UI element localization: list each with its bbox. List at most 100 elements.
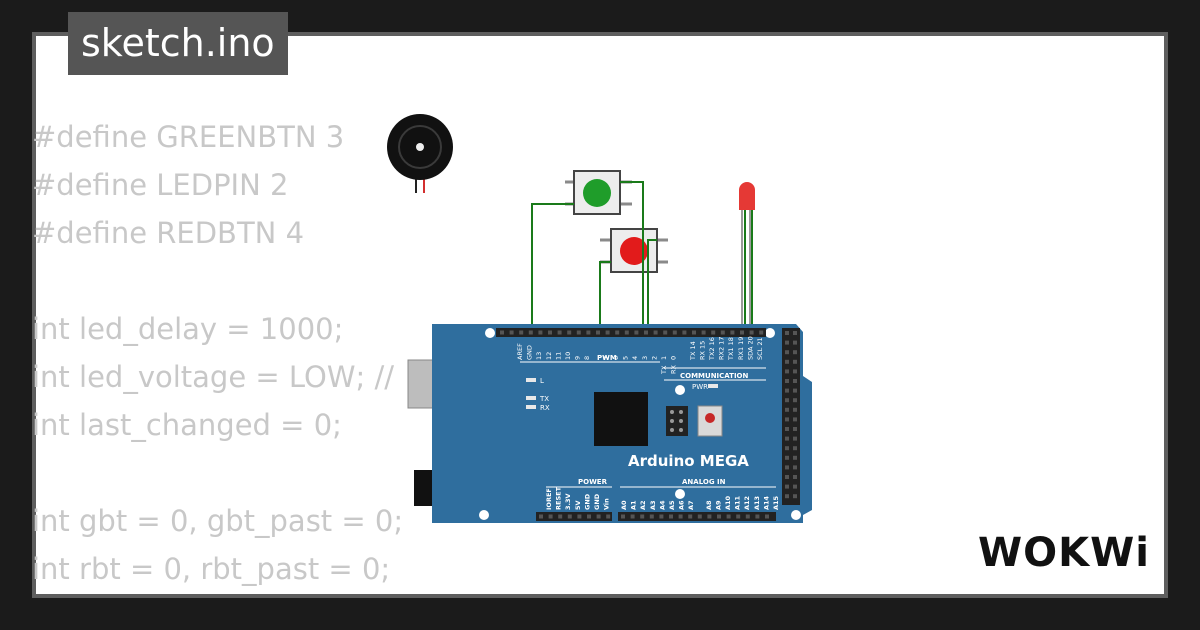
header-pin[interactable] xyxy=(793,446,797,451)
header-pin[interactable] xyxy=(785,465,789,470)
header-pin[interactable] xyxy=(785,484,789,489)
header-pin[interactable] xyxy=(707,514,712,519)
header-pin[interactable] xyxy=(793,331,797,335)
buzzer-icon[interactable] xyxy=(387,114,453,193)
header-pin[interactable] xyxy=(596,514,601,519)
red-pushbutton[interactable] xyxy=(600,228,668,273)
header-pin[interactable] xyxy=(785,350,789,355)
header-pin[interactable] xyxy=(793,407,797,412)
header-pin[interactable] xyxy=(649,514,654,519)
header-pin[interactable] xyxy=(785,388,789,393)
header-pin[interactable] xyxy=(538,330,543,335)
header-pin[interactable] xyxy=(548,514,553,519)
header-pin[interactable] xyxy=(785,417,789,422)
header-pin[interactable] xyxy=(793,359,797,364)
header-pin[interactable] xyxy=(659,514,664,519)
header-pin[interactable] xyxy=(755,514,760,519)
header-pin[interactable] xyxy=(785,455,789,460)
pin-label-analog: A3 xyxy=(649,500,657,510)
red-button-cap[interactable] xyxy=(620,237,648,265)
header-pin[interactable] xyxy=(644,330,648,335)
header-pin[interactable] xyxy=(663,330,668,335)
header-pin[interactable] xyxy=(785,331,789,335)
header-pin[interactable] xyxy=(749,330,754,335)
header-pin[interactable] xyxy=(785,359,789,364)
header-pin[interactable] xyxy=(740,330,744,335)
header-pin[interactable] xyxy=(688,514,693,519)
header-pin[interactable] xyxy=(736,514,741,519)
header-pin[interactable] xyxy=(678,514,683,519)
header-pin[interactable] xyxy=(548,330,552,335)
header-pin[interactable] xyxy=(711,330,716,335)
header-pin[interactable] xyxy=(793,475,797,479)
header-pin[interactable] xyxy=(726,514,731,519)
header-pin[interactable] xyxy=(697,514,702,519)
header-pin[interactable] xyxy=(576,330,581,335)
header-pin[interactable] xyxy=(793,388,797,393)
pin-label-digital: TX2 16 xyxy=(708,337,716,361)
header-pin[interactable] xyxy=(785,446,789,451)
header-pin[interactable] xyxy=(630,514,635,519)
header-pin[interactable] xyxy=(785,398,789,403)
header-pin[interactable] xyxy=(596,330,600,335)
header-pin[interactable] xyxy=(558,514,563,519)
header-pin[interactable] xyxy=(587,514,591,519)
header-pin[interactable] xyxy=(669,514,673,519)
header-pin[interactable] xyxy=(793,350,797,355)
header-pin[interactable] xyxy=(672,330,677,335)
header-pin[interactable] xyxy=(793,427,797,431)
header-pin[interactable] xyxy=(785,494,789,499)
header-pin[interactable] xyxy=(785,407,789,412)
header-pin[interactable] xyxy=(730,330,735,335)
header-pin[interactable] xyxy=(720,330,725,335)
header-pin[interactable] xyxy=(785,379,789,383)
green-pushbutton[interactable] xyxy=(565,170,632,215)
header-pin[interactable] xyxy=(717,514,721,519)
header-pin[interactable] xyxy=(793,465,797,470)
header-pin[interactable] xyxy=(577,514,582,519)
header-pin[interactable] xyxy=(793,379,797,383)
header-pin[interactable] xyxy=(765,514,769,519)
reset-button[interactable] xyxy=(697,405,723,437)
header-pin[interactable] xyxy=(509,330,514,335)
header-pin[interactable] xyxy=(519,330,524,335)
header-pin[interactable] xyxy=(793,398,797,403)
header-pin[interactable] xyxy=(692,330,696,335)
header-pin[interactable] xyxy=(624,330,629,335)
header-pin[interactable] xyxy=(586,330,591,335)
header-pin[interactable] xyxy=(557,330,562,335)
header-pin[interactable] xyxy=(500,330,504,335)
header-pin[interactable] xyxy=(701,330,706,335)
header-pin[interactable] xyxy=(793,494,797,499)
header-pin[interactable] xyxy=(785,475,789,479)
header-pin[interactable] xyxy=(606,514,611,519)
header-pin[interactable] xyxy=(785,369,789,374)
header-pin[interactable] xyxy=(793,436,797,441)
header-pin[interactable] xyxy=(621,514,625,519)
arduino-mega-board[interactable]: PWM COMMUNICATION POWER ANALOG IN Arduin… xyxy=(407,324,812,523)
file-tab[interactable]: sketch.ino xyxy=(68,12,288,75)
header-pin[interactable] xyxy=(567,514,572,519)
header-pin[interactable] xyxy=(793,484,797,489)
header-pin[interactable] xyxy=(653,330,658,335)
header-pin[interactable] xyxy=(745,514,750,519)
header-pin[interactable] xyxy=(615,330,620,335)
header-pin[interactable] xyxy=(759,330,764,335)
header-pin[interactable] xyxy=(785,427,789,431)
header-pin[interactable] xyxy=(605,330,610,335)
header-pin[interactable] xyxy=(539,514,543,519)
header-pin[interactable] xyxy=(640,514,645,519)
green-button-cap[interactable] xyxy=(583,179,611,207)
header-pin[interactable] xyxy=(793,369,797,374)
red-led[interactable] xyxy=(739,182,755,327)
header-pin[interactable] xyxy=(793,340,797,345)
code-line: int led_voltage = LOW; // xyxy=(32,360,395,394)
header-pin[interactable] xyxy=(634,330,639,335)
header-pin[interactable] xyxy=(793,455,797,460)
header-pin[interactable] xyxy=(682,330,687,335)
header-pin[interactable] xyxy=(528,330,533,335)
header-pin[interactable] xyxy=(785,340,789,345)
header-pin[interactable] xyxy=(567,330,572,335)
header-pin[interactable] xyxy=(785,436,789,441)
header-pin[interactable] xyxy=(793,417,797,422)
